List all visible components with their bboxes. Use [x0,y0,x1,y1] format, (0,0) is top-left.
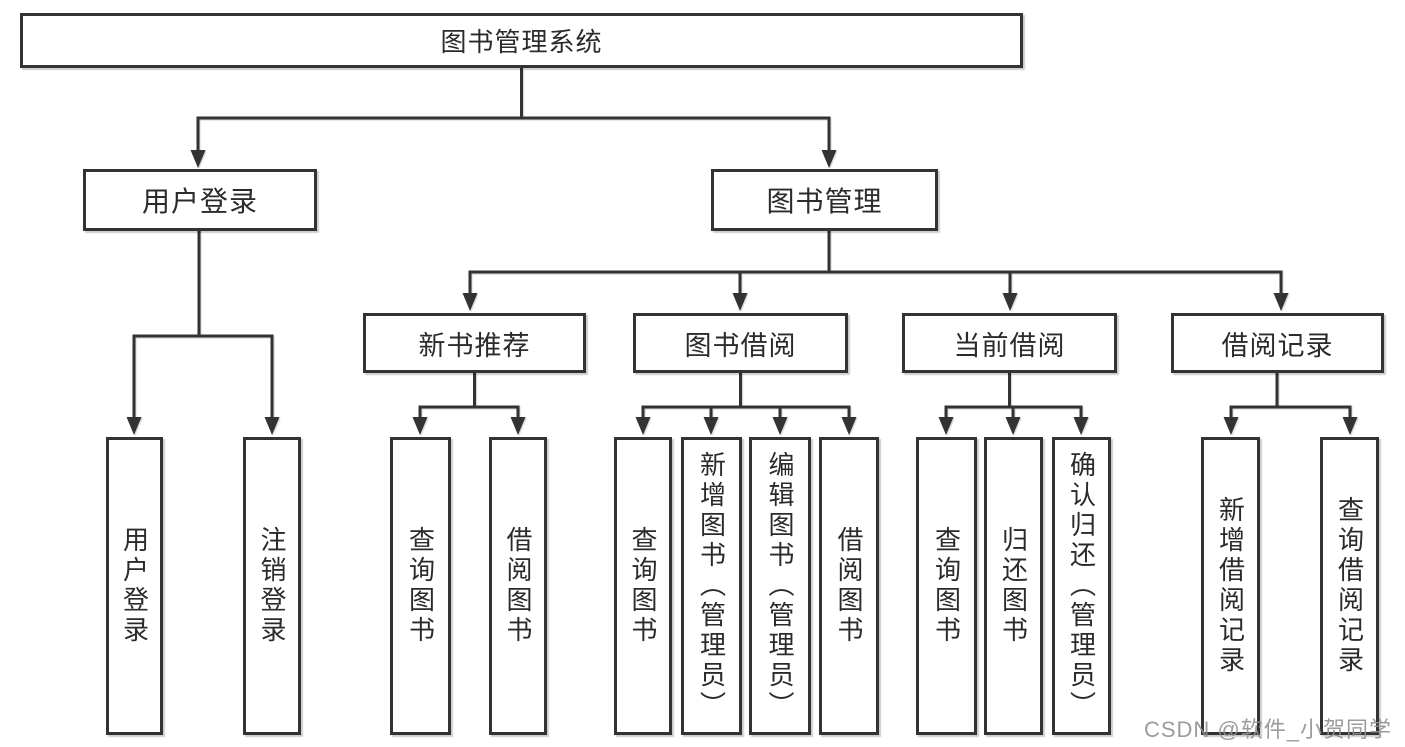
node-book-borrowing: 图书借阅 [633,313,848,373]
node-current-borrowing: 当前借阅 [902,313,1117,373]
node-borrow-books-borrowing: 借阅图书 [819,437,879,735]
csdn-watermark: CSDN @软件_小贺同学 [1143,717,1392,742]
node-new-book-recommend: 新书推荐 [363,313,586,373]
node-borrow-books-recommend: 借阅图书 [489,437,547,735]
node-return-books: 归还图书 [984,437,1043,735]
node-root-system: 图书管理系统 [20,13,1023,68]
node-query-borrow-record: 查询借阅记录 [1320,437,1379,735]
arrowheads [126,150,1358,435]
node-query-books-recommend: 查询图书 [390,437,451,735]
node-query-books-current: 查询图书 [916,437,977,735]
node-logout: 注销登录 [243,437,301,735]
node-add-books-admin: 新增图书（管理员） [681,437,742,735]
node-book-management-group: 图书管理 [711,169,938,231]
node-borrowing-records: 借阅记录 [1171,313,1384,373]
node-add-borrow-record: 新增借阅记录 [1201,437,1260,735]
node-query-books-borrowing: 查询图书 [614,437,672,735]
node-edit-books-admin: 编辑图书（管理员） [749,437,811,735]
node-confirm-return-admin: 确认归还（管理员） [1052,437,1111,735]
node-user-login-group: 用户登录 [83,169,317,231]
node-user-login: 用户登录 [106,437,163,735]
